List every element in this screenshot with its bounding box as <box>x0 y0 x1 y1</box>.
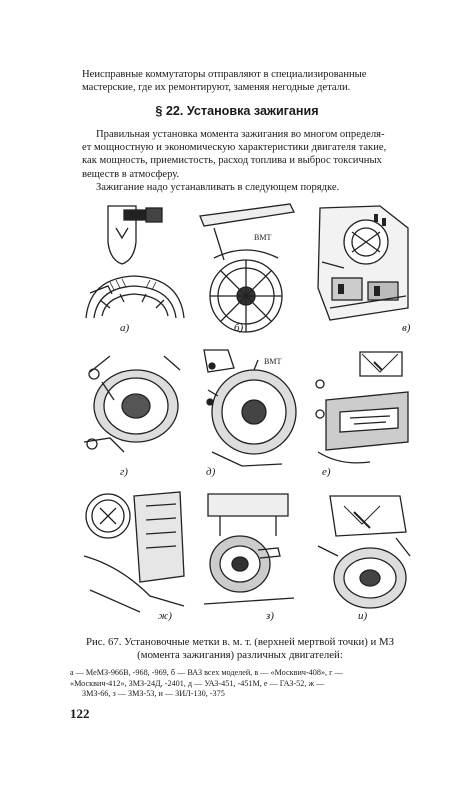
figure-label: ж) <box>158 610 172 622</box>
figure-label: б) <box>234 322 244 334</box>
figure-b: ВМТ б) <box>194 198 302 336</box>
figure-g: г) <box>80 342 188 480</box>
figure-label: з) <box>266 610 274 622</box>
body-line: ет мощностную и экономическую характерис… <box>82 142 387 154</box>
body-line: как мощность, приемистость, расход топли… <box>82 155 382 167</box>
figure-zh: ж) <box>80 486 188 624</box>
legend-line: «Москвич-412», ЗМЗ-24Д, -2401, д — УАЗ-4… <box>70 678 325 688</box>
legend-line: а — МеМЗ-966В, -968, -969, б — ВАЗ всех … <box>70 668 343 677</box>
engine-mark-drawing-g <box>83 355 181 453</box>
engine-mark-drawing-v <box>317 205 409 321</box>
figure-legend: а — МеМЗ-966В, -968, -969, б — ВАЗ всех … <box>70 668 410 700</box>
figure-i: и) <box>310 486 418 624</box>
figure-label: а) <box>120 322 130 334</box>
caption-line: (момента зажигания) различных двигателей… <box>137 649 343 661</box>
caption-line: Рис. 67. Установочные метки в. м. т. (ве… <box>85 636 395 648</box>
b-mark-label: ВМТ <box>254 233 271 242</box>
engine-mark-drawing-a <box>85 205 185 319</box>
figure-caption: Рис. 67. Установочные метки в. м. т. (ве… <box>70 636 410 662</box>
figure-z: з) <box>194 486 302 624</box>
engine-mark-drawing-b: ВМТ <box>199 203 295 333</box>
figure-v: в) <box>310 198 418 336</box>
figure-e: е) <box>310 342 418 480</box>
d-mark-label: ВМТ <box>264 357 281 366</box>
intro-line: мастерские, где их ремонтируют, заменяя … <box>82 82 351 94</box>
figure-label: е) <box>322 466 331 478</box>
figure-67-illustration: а) ВМТ б) <box>80 198 420 628</box>
engine-mark-drawing-i <box>317 495 411 609</box>
body-line: Зажигание надо устанавливать в следующем… <box>96 181 340 193</box>
engine-mark-drawing-d: ВМТ <box>203 349 297 467</box>
figure-label: в) <box>402 322 411 334</box>
body-line: Правильная установка момента зажигания в… <box>96 129 385 140</box>
figure-label: г) <box>120 466 128 478</box>
engine-mark-drawing-z <box>203 493 295 605</box>
figure-label: д) <box>206 466 216 478</box>
figure-d: ВМТ д) <box>194 342 302 480</box>
engine-mark-drawing-zh <box>83 491 185 613</box>
section-heading: § 22. Установка зажигания <box>155 104 319 118</box>
figure-a: а) <box>80 198 188 336</box>
body-paragraph: Правильная установка момента зажигания в… <box>82 128 392 194</box>
page-number: 122 <box>70 706 90 721</box>
intro-paragraph: Неисправные коммутаторы отправляют в спе… <box>82 68 392 94</box>
intro-line: Неисправные коммутаторы отправляют в спе… <box>82 69 367 80</box>
legend-line: ЗМЗ-66, з — ЗМЗ-53, и — ЗИЛ-130, -375 <box>82 689 225 699</box>
body-line: веществ в атмосферу. <box>82 168 180 180</box>
figure-label: и) <box>358 610 368 622</box>
engine-mark-drawing-e <box>315 351 409 464</box>
